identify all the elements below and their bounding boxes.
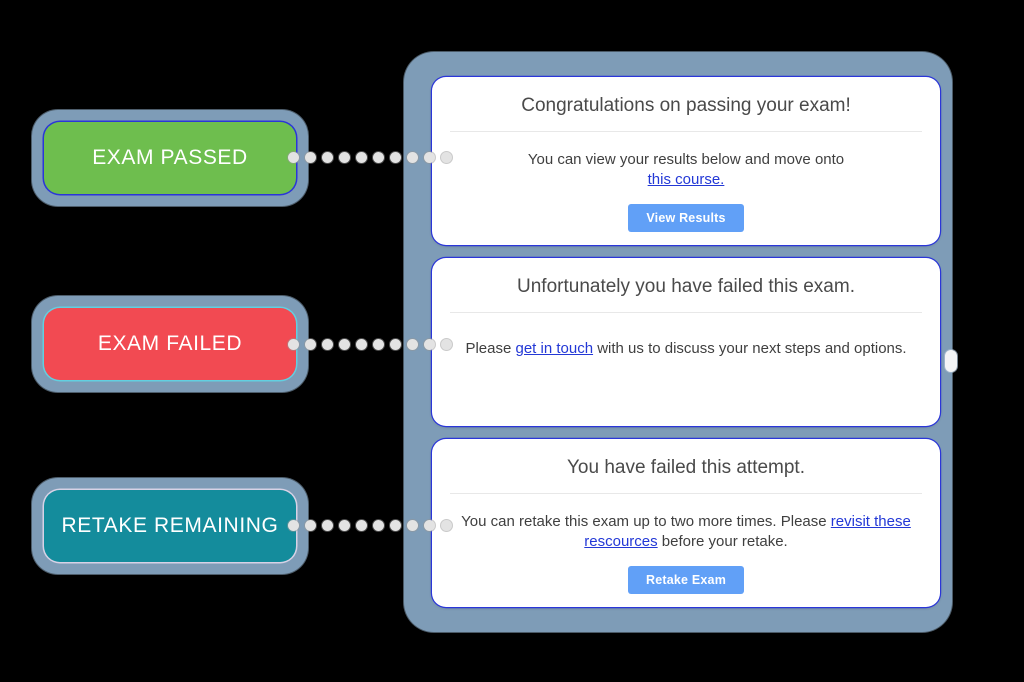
card-exam-passed: Congratulations on passing your exam! Yo… xyxy=(432,77,940,245)
connector-dot-icon xyxy=(305,152,316,163)
connector-dot-icon xyxy=(441,520,452,531)
connector-dot-icon xyxy=(424,152,435,163)
card-retake-remaining-link[interactable]: revisit these rescources xyxy=(584,512,911,550)
connector-dot-icon xyxy=(322,339,333,350)
connector-dot-icon xyxy=(390,152,401,163)
card-exam-failed: Unfortunately you have failed this exam.… xyxy=(432,258,940,426)
status-label-exam-passed-chip[interactable]: EXAM PASSED xyxy=(44,122,296,194)
connector-dot-icon xyxy=(373,152,384,163)
connector-dot-icon xyxy=(356,520,367,531)
card-exam-passed-divider xyxy=(450,130,922,132)
card-exam-failed-body-after: with us to discuss your next steps and o… xyxy=(593,339,907,357)
card-retake-remaining-body: You can retake this exam up to two more … xyxy=(432,494,940,552)
connector-dot-icon xyxy=(424,339,435,350)
connector-dot-icon xyxy=(356,152,367,163)
card-exam-failed-body: Please get in touch with us to discuss y… xyxy=(432,313,940,359)
connector-dot-icon xyxy=(441,339,452,350)
status-label-exam-failed-text: EXAM FAILED xyxy=(97,332,243,356)
connector-dot-icon xyxy=(390,339,401,350)
connector-dot-icon xyxy=(407,339,418,350)
connector-dot-icon xyxy=(305,339,316,350)
status-label-retake-remaining[interactable]: RETAKE REMAINING xyxy=(32,478,308,574)
connector-dot-icon xyxy=(407,152,418,163)
retake-exam-button[interactable]: Retake Exam xyxy=(627,565,745,595)
connector-dot-icon xyxy=(322,520,333,531)
connector-dot-icon xyxy=(390,520,401,531)
card-exam-passed-link[interactable]: this course. xyxy=(647,170,725,188)
connector-dot-icon xyxy=(407,520,418,531)
card-exam-passed-body-before: You can view your results below and move… xyxy=(527,150,845,168)
connector-retake-remaining xyxy=(288,520,452,531)
status-label-retake-remaining-text: RETAKE REMAINING xyxy=(61,514,279,538)
card-exam-failed-body-before: Please xyxy=(465,339,516,357)
status-label-retake-remaining-chip[interactable]: RETAKE REMAINING xyxy=(44,490,296,562)
card-exam-passed-body: You can view your results below and move… xyxy=(432,132,940,190)
cards-container: Congratulations on passing your exam! Yo… xyxy=(404,52,957,632)
connector-dot-icon xyxy=(356,339,367,350)
card-retake-remaining-title: You have failed this attempt. xyxy=(566,457,805,478)
connector-dot-icon xyxy=(322,152,333,163)
status-label-exam-passed-text: EXAM PASSED xyxy=(92,146,248,170)
card-exam-failed-divider xyxy=(450,311,922,313)
card-exam-passed-actions: View Results xyxy=(432,190,940,233)
connector-dot-icon xyxy=(424,520,435,531)
card-exam-passed-title: Congratulations on passing your exam! xyxy=(521,95,851,116)
connector-dot-icon xyxy=(288,520,299,531)
connector-dot-icon xyxy=(373,520,384,531)
view-results-button[interactable]: View Results xyxy=(628,203,744,233)
connector-dot-icon xyxy=(288,152,299,163)
status-label-exam-failed-chip[interactable]: EXAM FAILED xyxy=(44,308,296,380)
card-retake-remaining-actions: Retake Exam xyxy=(432,552,940,595)
card-exam-failed-link[interactable]: get in touch xyxy=(515,339,594,357)
connector-dot-icon xyxy=(288,339,299,350)
connector-exam-failed xyxy=(288,339,452,350)
card-retake-remaining-divider xyxy=(450,492,922,494)
connector-dot-icon xyxy=(339,152,350,163)
card-retake-remaining-body-after: before your retake. xyxy=(657,532,788,550)
connector-exam-passed xyxy=(288,152,452,163)
status-label-exam-passed[interactable]: EXAM PASSED xyxy=(32,110,308,206)
connector-dot-icon xyxy=(339,339,350,350)
card-exam-failed-title: Unfortunately you have failed this exam. xyxy=(517,276,855,297)
connector-dot-icon xyxy=(339,520,350,531)
card-retake-remaining: You have failed this attempt. You can re… xyxy=(432,439,940,607)
card-retake-remaining-body-before: You can retake this exam up to two more … xyxy=(461,512,831,530)
connector-dot-icon xyxy=(373,339,384,350)
connector-dot-icon xyxy=(441,152,452,163)
status-label-exam-failed[interactable]: EXAM FAILED xyxy=(32,296,308,392)
connector-dot-icon xyxy=(305,520,316,531)
container-resize-handle[interactable] xyxy=(945,350,957,372)
